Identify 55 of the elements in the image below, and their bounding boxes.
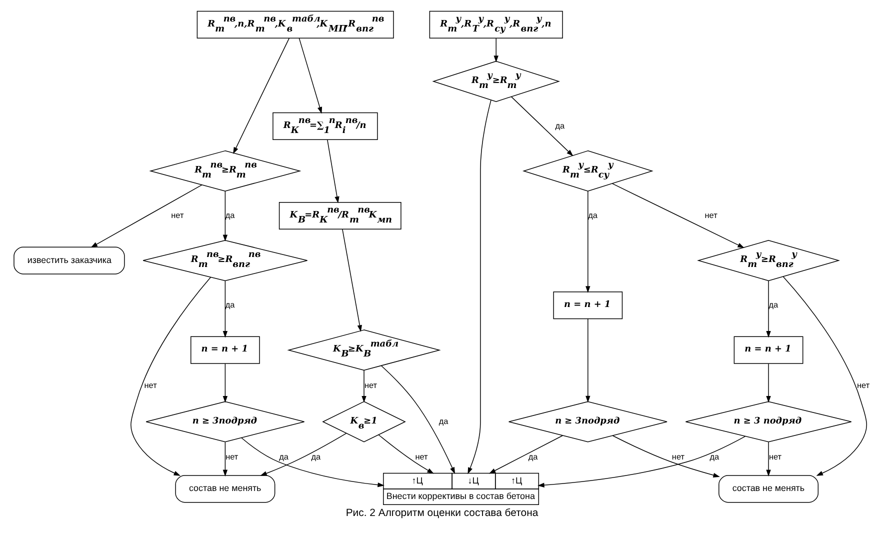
edge-label: нет — [170, 210, 184, 220]
edge-label: нет — [414, 452, 428, 462]
arrow — [380, 365, 455, 474]
node-diamond: n ≥ 3подряд — [145, 401, 304, 442]
arrow — [510, 96, 573, 156]
node-box: состав не менять — [718, 475, 818, 503]
arrow — [240, 437, 384, 488]
edge-label: нет — [671, 452, 684, 462]
node-diamond: n ≥ 3подряд — [508, 401, 667, 442]
edge-label: нет — [144, 381, 156, 390]
arrow — [222, 190, 228, 242]
edge-label: нет — [364, 381, 377, 390]
arrow — [585, 318, 590, 403]
edge-label: да — [554, 121, 564, 130]
node-box: n = n + 1 — [733, 336, 803, 364]
arrow — [488, 435, 562, 474]
arrow — [585, 190, 590, 293]
arrow — [298, 38, 322, 114]
edge-label: нет — [856, 381, 870, 390]
edge-label: да — [310, 452, 320, 462]
node-box: известить заказчика — [13, 246, 124, 274]
arrow — [222, 363, 228, 403]
edge-label: да — [438, 416, 448, 426]
node-box: n = n + 1 — [190, 336, 260, 364]
edge-label: нет — [768, 452, 782, 462]
node-diamond: n ≥ 3 подряд — [684, 401, 852, 442]
arrow — [493, 38, 498, 62]
edge-label: да — [528, 452, 538, 462]
arrow — [222, 280, 228, 338]
edge-label: нет — [704, 210, 717, 220]
node-box: n = n + 1 — [552, 292, 622, 320]
arrow — [766, 363, 770, 403]
edge-label: нет — [225, 452, 238, 462]
arrow — [232, 38, 289, 154]
arrow — [766, 280, 770, 338]
edge-label: да — [709, 452, 719, 462]
edge-label: да — [224, 300, 234, 310]
arrow — [467, 100, 491, 474]
arrow — [611, 183, 744, 248]
edge-label: да — [224, 210, 234, 220]
edge-label: да — [278, 452, 288, 462]
node-box: состав не менять — [174, 475, 275, 503]
arrow — [260, 432, 346, 476]
arrow — [222, 442, 228, 476]
arrow — [612, 435, 720, 478]
arrow — [766, 442, 770, 476]
arrow — [326, 139, 339, 204]
caption: Рис. 2 Алгоритм оценки состава бетона — [345, 508, 538, 519]
arrow — [342, 228, 362, 332]
arrow — [378, 434, 434, 474]
arrow — [361, 370, 366, 403]
arrow — [130, 276, 211, 476]
arrow — [537, 436, 746, 488]
arrow — [782, 276, 866, 476]
arrow — [90, 184, 202, 248]
